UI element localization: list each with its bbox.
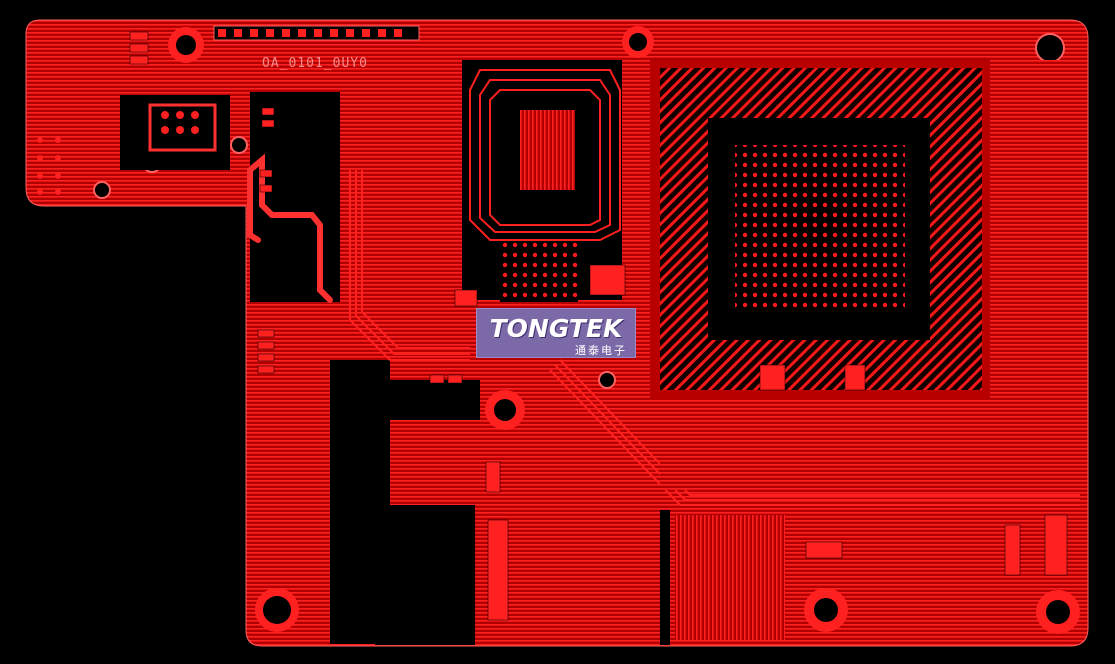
trace-field-right xyxy=(660,60,1082,640)
brand-subtitle: 通泰电子 xyxy=(575,344,627,357)
left-connector-module xyxy=(37,95,230,195)
power-trace xyxy=(247,153,333,303)
brand-logo: TONGTEK 通泰电子 xyxy=(476,308,636,358)
bga-small-chip xyxy=(469,69,621,302)
header-connector xyxy=(213,25,420,41)
bga-cpu xyxy=(660,68,982,390)
silkscreen-label: OA_0101_0UY0 xyxy=(262,56,368,71)
brand-name: TONGTEK xyxy=(489,314,623,343)
trace-bus xyxy=(349,170,1080,506)
